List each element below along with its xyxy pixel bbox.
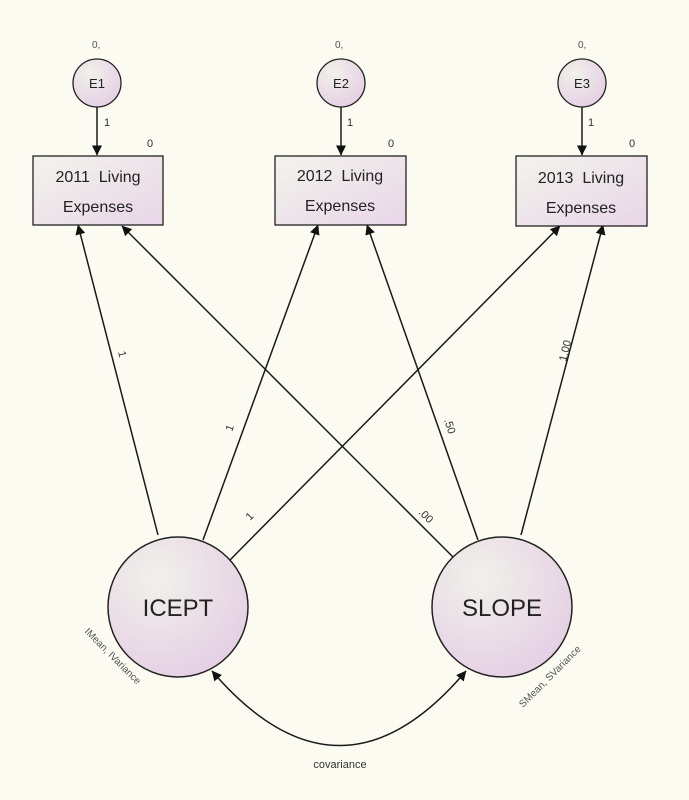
observed-intercept-2011: 0 [147,138,153,150]
loading-label-icept-2013: 1 [244,510,257,523]
error-term-e3: 0, E3 1 [557,40,607,156]
latent-label-icept: ICEPT [143,595,214,622]
covariance-arrow [211,670,467,747]
arrow-icept-2013 [229,225,561,561]
observed-label-2012-line2: Expenses [305,198,375,215]
observed-label-2013-line1: 2013 Living [538,170,624,187]
observed-label-2011-line1: 2011 Living [55,169,140,186]
loading-label-slope-2012: .50 [441,417,457,435]
observed-box-2012 [274,155,407,226]
error-term-e2: 0, E2 1 [316,40,366,156]
loading-label-icept-2011: 1 [115,350,128,359]
latent-icept: ICEPT IMean, IVariance [82,536,249,687]
observed-box-2013 [515,155,648,227]
arrow-slope-2011 [121,225,454,558]
error-mean-var-e1: 0, [92,40,100,51]
observed-intercept-2012: 0 [388,138,394,150]
covariance-label: covariance [313,759,366,771]
observed-2012: 0 2012 Living Expenses [274,138,407,226]
arrow-slope-2012 [365,224,479,541]
observed-2013: 0 2013 Living Expenses [515,138,648,227]
error-label-e2: E2 [333,76,349,91]
arrow-icept-2011 [75,224,159,536]
error-label-e3: E3 [574,76,590,91]
observed-label-2011-line2: Expenses [63,199,133,216]
loading-arrows [75,224,606,561]
error-loading-e3: 1 [588,117,594,129]
loading-labels: 1 1 1 .00 .50 1.00 [115,339,574,526]
observed-label-2013-line2: Expenses [546,200,616,217]
arrow-icept-2012 [202,224,320,541]
observed-2011: 0 2011 Living Expenses [32,138,164,226]
observed-box-2011 [32,155,164,226]
error-label-e1: E1 [89,76,105,91]
latent-label-slope: SLOPE [462,595,542,622]
error-mean-var-e3: 0, [578,40,586,51]
observed-intercept-2013: 0 [629,138,635,150]
latent-circle-icept [107,536,249,678]
error-mean-var-e2: 0, [335,40,343,51]
error-term-e1: 0, E1 1 [72,40,122,156]
error-loading-e2: 1 [347,117,353,129]
latent-circle-slope [431,536,573,678]
observed-label-2012-line1: 2012 Living [297,168,383,185]
loading-label-icept-2012: 1 [224,423,237,433]
loading-label-slope-2013: 1.00 [557,339,574,363]
error-loading-e1: 1 [104,117,110,129]
arrow-slope-2013 [520,224,606,536]
